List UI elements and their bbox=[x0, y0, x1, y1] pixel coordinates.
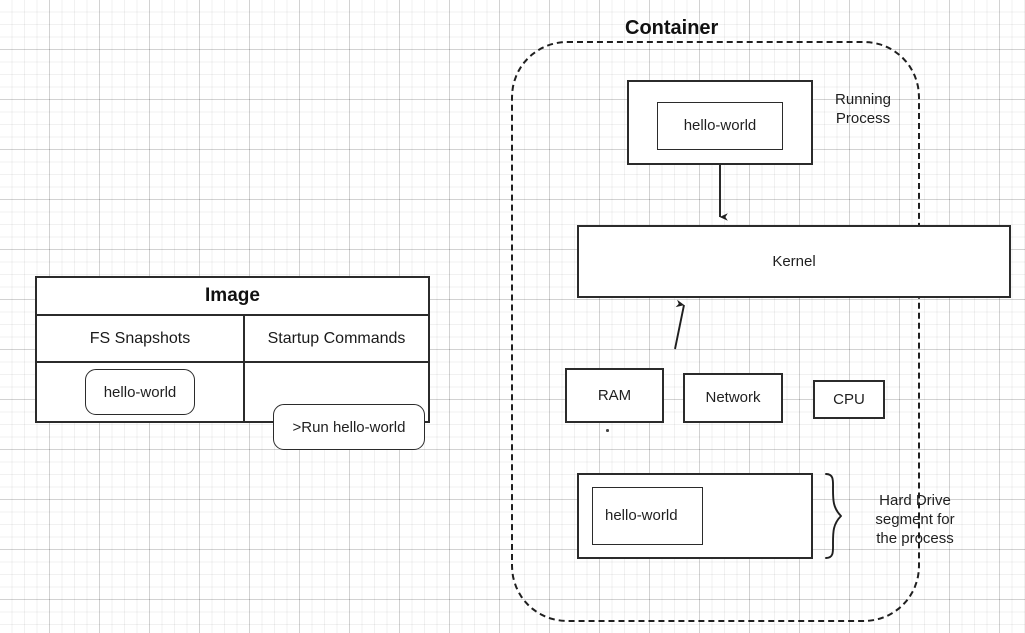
fs-snapshot-hello-world-pill: hello-world bbox=[85, 369, 195, 415]
network-box: Network bbox=[683, 373, 783, 423]
kernel-box: Kernel bbox=[577, 225, 1011, 298]
image-table-body-row: hello-world >Run hello-world bbox=[37, 363, 428, 450]
image-table-cell-fs-snapshots: hello-world bbox=[37, 363, 245, 421]
ram-box: RAM bbox=[565, 368, 664, 423]
image-table-header-startup-commands: Startup Commands bbox=[267, 329, 406, 347]
hard-drive-label: Hard Drive segment for the process bbox=[875, 492, 955, 548]
hard-drive-curly-brace bbox=[825, 473, 842, 559]
image-table: Image FS Snapshots Startup Commands hell… bbox=[35, 276, 430, 450]
cpu-box: CPU bbox=[813, 380, 885, 419]
process-hello-world-box: hello-world bbox=[657, 102, 783, 150]
image-table-title: Image bbox=[37, 278, 428, 316]
container-label: Container bbox=[625, 17, 719, 39]
image-table-header-fs-snapshots: FS Snapshots bbox=[37, 316, 245, 361]
image-table-cell-startup-commands: >Run hello-world bbox=[245, 363, 428, 450]
hard-drive-hello-world-box: hello-world bbox=[592, 487, 703, 545]
image-table-header-row: FS Snapshots Startup Commands bbox=[37, 316, 428, 363]
startup-command-run-hello-world-pill: >Run hello-world bbox=[273, 404, 425, 450]
stray-dot-marker bbox=[606, 429, 609, 432]
running-process-label: Running Process bbox=[835, 91, 891, 128]
arrow-resources-to-kernel bbox=[674, 299, 685, 350]
